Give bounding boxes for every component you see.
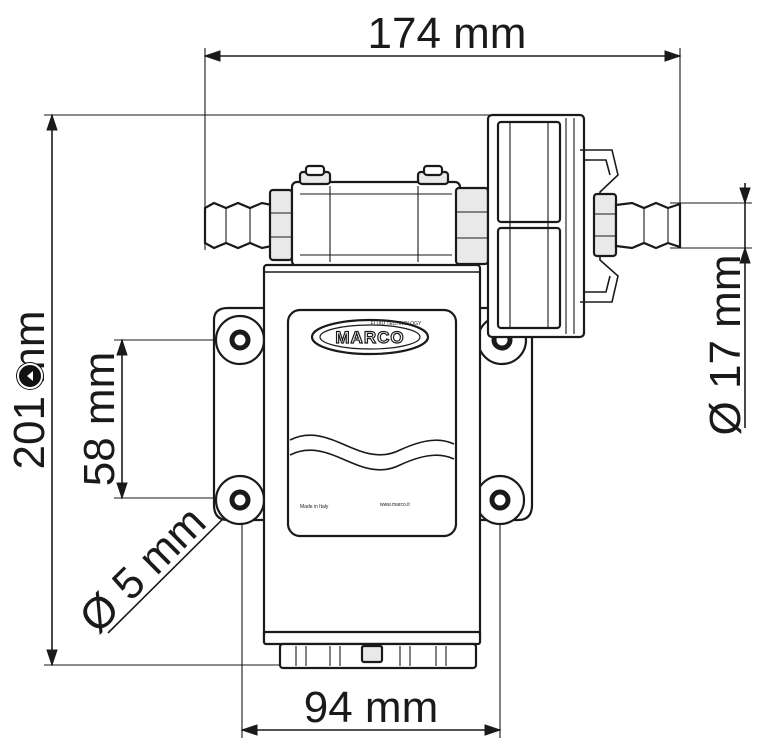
hose-diameter-label: Ø 17 mm	[701, 255, 750, 436]
motor-end-cap	[262, 630, 482, 670]
marco-logo: MARCO FLUID TECHNOLOGY	[310, 318, 430, 356]
mounting-hole-bottom-left	[214, 474, 266, 526]
outlet-hose-barb	[614, 201, 682, 250]
label-text-left: Made in Italy	[300, 504, 329, 510]
hole-spacing-horizontal-label: 94 mm	[304, 683, 438, 732]
mounting-hole-bottom-right	[474, 474, 526, 526]
mounting-hole-top-left	[214, 314, 266, 366]
length-dimension-label: 174 mm	[368, 9, 527, 58]
inlet-hose-barb	[203, 188, 294, 262]
pump-head	[290, 164, 490, 268]
dimension-lines	[44, 48, 752, 738]
hole-spacing-vertical-label: 58 mm	[75, 352, 124, 486]
logo-tagline: FLUID TECHNOLOGY	[371, 321, 422, 327]
height-dimension-label: 201 mm	[5, 311, 54, 470]
brand-logo-text: MARCO	[335, 328, 404, 347]
outlet-cap-assembly	[486, 113, 619, 339]
hole-diameter-label: Ø 5 mm	[70, 497, 215, 642]
pump-drawing: MARCO FLUID TECHNOLOGY Made in Italy www…	[203, 113, 682, 670]
label-text-right: www.marco.it	[380, 502, 410, 508]
motor-housing	[262, 263, 482, 645]
previous-image-button[interactable]	[17, 363, 43, 389]
